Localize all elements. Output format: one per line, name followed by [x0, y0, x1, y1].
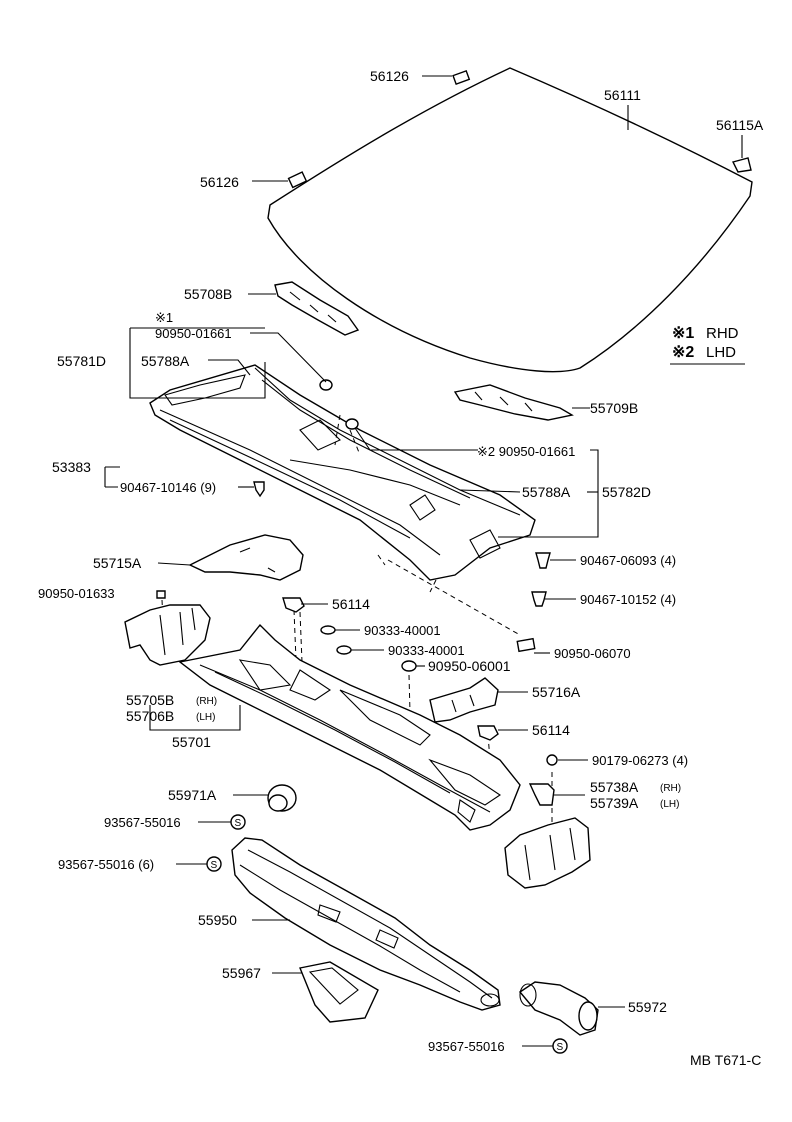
windshield-glass	[267, 67, 753, 373]
label-55716a: 55716A	[532, 684, 581, 700]
plug-90950-06001	[401, 660, 417, 672]
label-90950-01661-b: ※2 90950-01661	[477, 444, 575, 459]
cowl-bracket-55738a	[528, 783, 555, 806]
label-56114-b: 56114	[532, 722, 570, 738]
label-90467-10146: 90467-10146 (9)	[120, 480, 216, 495]
label-55709b: 55709B	[590, 400, 638, 416]
label-93567-55016-b: 93567-55016	[428, 1039, 505, 1054]
label-56126-top: 56126	[370, 68, 409, 84]
glass-stopper	[731, 157, 752, 173]
cowl-panel-55701	[178, 623, 521, 831]
label-56126-mid: 56126	[200, 174, 239, 190]
air-duct-55950	[231, 837, 501, 1011]
label-90467-10152: 90467-10152 (4)	[580, 592, 676, 607]
label-55971a: 55971A	[168, 787, 217, 803]
label-55788a-b: 55788A	[522, 484, 571, 500]
clip-90467-10152	[531, 591, 547, 607]
label-55788a-a: 55788A	[141, 353, 190, 369]
moulding-retainer-55708b	[274, 281, 360, 336]
cowl-top-louver	[149, 364, 536, 581]
s-symbol-a-text: S	[235, 818, 242, 829]
s-symbol-b: S	[206, 856, 222, 872]
label-55715a: 55715A	[93, 555, 142, 571]
plug-90950-01633	[156, 590, 166, 599]
label-55781d: 55781D	[57, 353, 106, 369]
label-55782d: 55782D	[602, 484, 651, 500]
label-55738a: 55738A	[590, 779, 639, 795]
label-90950-01661-a: 90950-01661	[155, 326, 232, 341]
label-93567-55016-a: 93567-55016	[104, 815, 181, 830]
label-90950-06070: 90950-06070	[554, 646, 631, 661]
s-symbol-c-text: S	[557, 1042, 564, 1053]
s-symbol-b-text: S	[211, 860, 218, 871]
label-55972: 55972	[628, 999, 667, 1015]
s-symbol-a: S	[230, 814, 246, 830]
cowl-side-extension	[504, 817, 591, 889]
s-symbol-c: S	[552, 1038, 568, 1054]
legend-mark-1: ※1	[672, 325, 694, 342]
glass-spacer-top	[452, 69, 471, 85]
label-55706b: 55706B	[126, 708, 174, 724]
label-90467-06093: 90467-06093 (4)	[580, 553, 676, 568]
label-55705b: 55705B	[126, 692, 174, 708]
grommet-55971a	[267, 784, 297, 812]
cowl-side-bracket-55705b	[124, 604, 211, 666]
label-55950: 55950	[198, 912, 237, 928]
leader-dashed-b	[429, 579, 437, 593]
legend-text-2: LHD	[706, 344, 736, 361]
label-rh: (RH)	[196, 696, 217, 707]
legend-text-1: RHD	[706, 325, 739, 342]
clip-90467-06093	[535, 552, 551, 569]
label-56111: 56111	[604, 87, 641, 103]
clip-90467-10146	[253, 481, 265, 498]
label-90333-40001-b: 90333-40001	[388, 643, 465, 658]
hole-plug-90950-06070	[516, 637, 536, 653]
leader-dashed-d	[293, 609, 303, 663]
plug-90333-40001-b	[336, 645, 352, 655]
label-55967: 55967	[222, 965, 261, 981]
moulding-retainer-55709b	[453, 384, 574, 421]
label-56114-a: 56114	[332, 596, 370, 612]
label-note1-mark: ※1	[155, 310, 173, 325]
clip-56114-b	[477, 725, 499, 741]
legend: ※1 RHD ※2 LHD	[670, 325, 745, 365]
leader-dashed-c	[334, 414, 361, 456]
leader-dashed-a	[377, 554, 521, 636]
side-seal-55715a	[188, 534, 304, 581]
label-lh: (LH)	[196, 712, 215, 723]
label-90333-40001-a: 90333-40001	[364, 623, 441, 638]
footer-code: MB T671-C	[690, 1052, 761, 1068]
label-55701: 55701	[172, 734, 211, 750]
duct-55967	[299, 961, 379, 1023]
label-90179-06273: 90179-06273 (4)	[592, 753, 688, 768]
clip-56114-a	[282, 597, 305, 613]
label-rh2: (RH)	[660, 783, 681, 794]
legend-mark-2: ※2	[672, 344, 694, 361]
side-seal-55716a	[429, 677, 499, 723]
label-93567-55016-6: 93567-55016 (6)	[58, 857, 154, 872]
glass-spacer-mid	[287, 171, 308, 189]
duct-55972	[518, 981, 599, 1036]
label-53383: 53383	[52, 459, 91, 475]
label-90950-06001: 90950-06001	[428, 658, 511, 674]
label-55739a: 55739A	[590, 795, 639, 811]
label-55708b: 55708B	[184, 286, 232, 302]
washer-nozzle-hole-cap	[319, 379, 359, 430]
label-56115a: 56115A	[716, 117, 764, 133]
plug-90333-40001-a	[320, 625, 336, 635]
label-lh2: (LH)	[660, 799, 679, 810]
label-90950-01633: 90950-01633	[38, 586, 115, 601]
nut-90179-06273	[546, 754, 558, 766]
leader-lines	[104, 75, 743, 1047]
